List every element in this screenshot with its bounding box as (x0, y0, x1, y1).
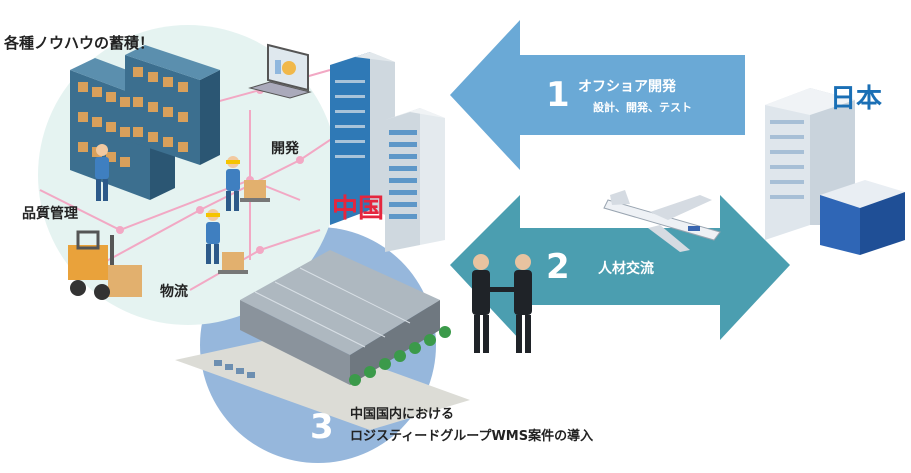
worker-figure-icon (95, 144, 109, 201)
item-1-title: オフショア開発 (578, 79, 676, 95)
forklift-icon (68, 230, 142, 300)
airplane-icon (603, 190, 721, 252)
item-3-line1: 中国国内における (350, 407, 455, 422)
warehouse-shelves-icon (70, 45, 220, 200)
item-1-number: 1 (546, 75, 570, 115)
item-3-number: 3 (310, 407, 334, 447)
country-label-japan: 日本 (830, 84, 883, 114)
china-office-buildings-icon (330, 52, 445, 252)
handshake-people-icon (472, 254, 532, 353)
label-quality-management: 品質管理 (22, 206, 78, 222)
country-label-china: 中国 (332, 194, 385, 224)
japan-office-buildings-icon (765, 88, 905, 255)
cart-worker-2-icon (206, 209, 248, 274)
knowhow-heading: 各種ノウハウの蓄積！ (4, 34, 155, 52)
cart-worker-icon (226, 156, 270, 211)
label-development: 開発 (271, 141, 299, 157)
logistics-warehouse-icon (175, 250, 470, 430)
label-logistics: 物流 (160, 284, 188, 300)
item-2-number: 2 (546, 247, 570, 287)
item-3-line2: ロジスティードグループWMS案件の導入 (350, 429, 594, 444)
laptop-icon (248, 43, 312, 99)
arrow-offshore (450, 20, 745, 170)
item-2-title: 人材交流 (598, 261, 654, 277)
item-1-subtitle: 設計、開発、テスト (593, 101, 692, 114)
